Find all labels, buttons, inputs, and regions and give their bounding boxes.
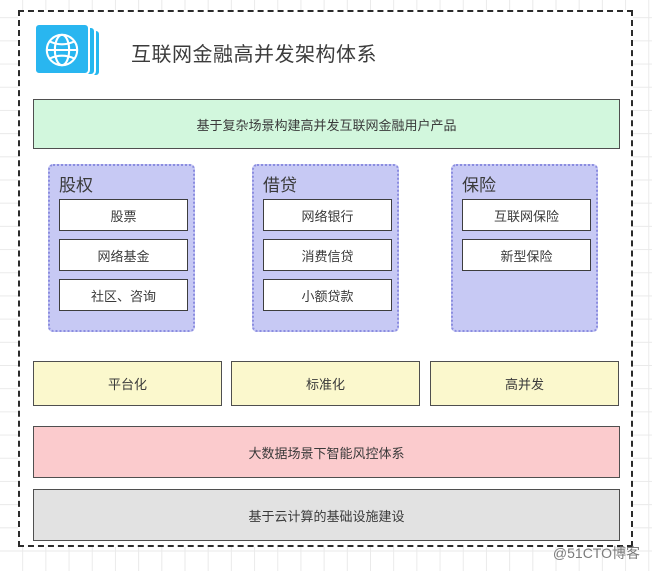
group-equity: 股权 股票 网络基金 社区、咨询	[48, 164, 195, 332]
group-lending: 借贷 网络银行 消费信贷 小额贷款	[252, 164, 399, 332]
capability-label: 平台化	[107, 377, 147, 392]
group-lending-title: 借贷	[263, 176, 297, 195]
capability-box: 高并发	[430, 361, 619, 406]
page-title: 互联网金融高并发架构体系	[131, 43, 377, 66]
capability-box: 标准化	[231, 361, 420, 406]
watermark: @51CTO博客	[552, 545, 640, 561]
capability-label: 高并发	[504, 377, 544, 392]
group-insurance-item[interactable]: 新型保险	[462, 239, 591, 271]
globe-stack-icon	[33, 21, 105, 83]
header: 互联网金融高并发架构体系	[18, 18, 618, 86]
infrastructure-bar: 基于云计算的基础设施建设	[33, 489, 620, 541]
group-insurance-title: 保险	[462, 176, 496, 195]
group-equity-item[interactable]: 股票	[59, 199, 188, 231]
group-equity-item[interactable]: 网络基金	[59, 239, 188, 271]
group-insurance-item[interactable]: 互联网保险	[462, 199, 591, 231]
infrastructure-label: 基于云计算的基础设施建设	[248, 508, 405, 524]
scenario-banner-label: 基于复杂场景构建高并发互联网金融用户产品	[196, 117, 457, 133]
group-equity-title: 股权	[59, 176, 93, 195]
group-lending-item[interactable]: 消费信贷	[263, 239, 392, 271]
group-lending-item[interactable]: 小额贷款	[263, 279, 392, 311]
capability-box: 平台化	[33, 361, 222, 406]
group-equity-item[interactable]: 社区、咨询	[59, 279, 188, 311]
group-lending-item[interactable]: 网络银行	[263, 199, 392, 231]
group-insurance: 保险 互联网保险 新型保险	[451, 164, 598, 332]
capability-label: 标准化	[305, 377, 345, 392]
risk-control-bar: 大数据场景下智能风控体系	[33, 426, 620, 478]
risk-control-label: 大数据场景下智能风控体系	[248, 445, 405, 461]
scenario-banner: 基于复杂场景构建高并发互联网金融用户产品	[33, 99, 620, 149]
